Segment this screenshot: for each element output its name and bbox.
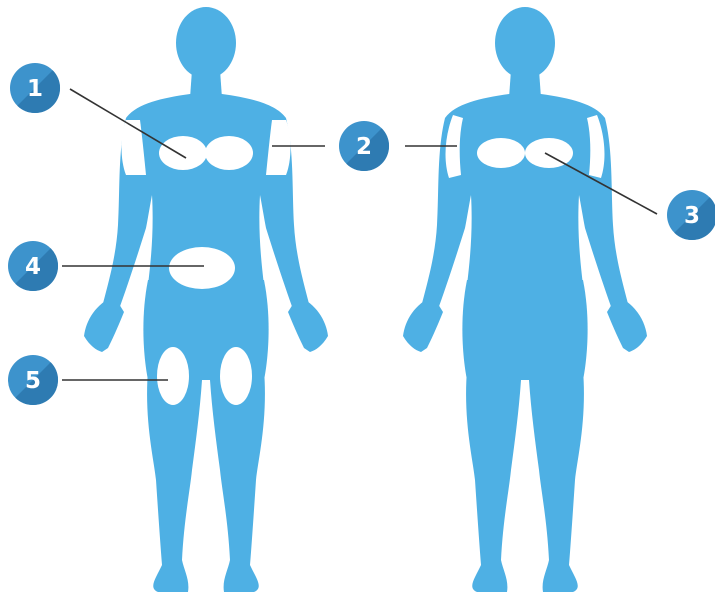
badge-5-label: 5 [25,368,41,394]
badge-2-label: 2 [356,134,372,160]
badge-1-label: 1 [27,76,43,102]
front-thigh-right-site [220,347,252,405]
badge-2: 2 [339,121,389,171]
badge-4-label: 4 [25,254,41,280]
badge-4: 4 [8,241,58,291]
front-figure [84,7,328,592]
front-abdomen-site [169,247,235,289]
front-chest-left-site [159,136,207,170]
back-shoulder-left-site [477,138,525,168]
badge-5: 5 [8,355,58,405]
badge-3-label: 3 [684,203,700,229]
badge-1: 1 [10,63,60,113]
front-thigh-left-site [157,347,189,405]
badge-3: 3 [667,190,715,240]
front-chest-right-site [205,136,253,170]
back-figure [403,7,647,592]
